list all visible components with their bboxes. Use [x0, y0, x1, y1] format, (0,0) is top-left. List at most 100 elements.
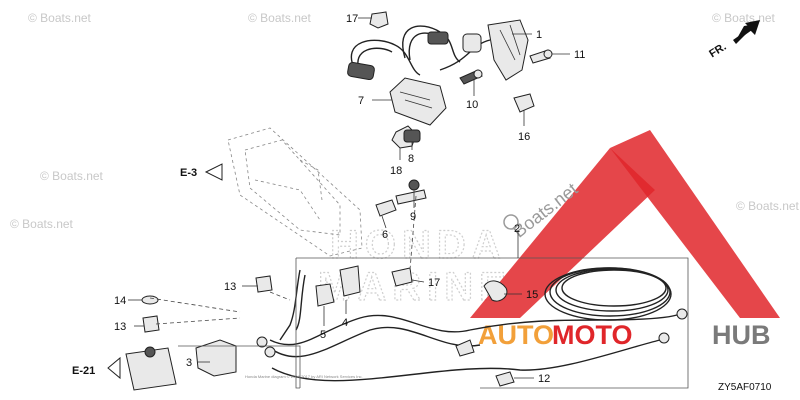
watermark-boats-net-6: © Boats.net	[736, 199, 800, 213]
cable-coil-2	[555, 268, 669, 312]
cable-b	[295, 274, 306, 331]
callout-9: 9	[410, 211, 416, 223]
leader-lines	[128, 17, 570, 379]
mounting-bracket	[487, 19, 529, 81]
e21-reference-arrow-icon	[107, 356, 121, 380]
engine-bracket-area: E-3	[180, 127, 363, 257]
logo-text-moto: MOTO	[552, 320, 633, 350]
clip-17-lower	[391, 267, 413, 287]
bolt-10-head	[473, 69, 483, 79]
ring-terminal-1	[256, 336, 268, 348]
cable-a	[279, 269, 301, 341]
callout-1: 1	[536, 29, 542, 41]
watermark-boats-net-5: © Boats.net	[10, 217, 74, 231]
terminal-cover-4	[339, 265, 361, 297]
bolt-9-head	[408, 179, 420, 191]
assembly-dash-mid	[409, 195, 417, 271]
callout-16: 16	[518, 131, 530, 143]
callout-4: 4	[342, 317, 348, 329]
callout-7: 7	[358, 95, 364, 107]
logo-triangle-inner	[540, 214, 700, 318]
terminal-cover-3	[195, 339, 237, 377]
nut-13-lower	[142, 315, 160, 333]
watermark-boats-net-2: © Boats.net	[248, 11, 312, 25]
cable-coil-4	[544, 267, 672, 321]
ring-terminal-4	[658, 332, 670, 344]
logo-text-auto: AUTO	[478, 320, 554, 350]
callout-12: 12	[538, 373, 550, 385]
connector-3	[462, 33, 482, 53]
washer-14	[141, 295, 159, 305]
automotohub-logo: AUTO MOTO HUB	[470, 130, 780, 350]
connector-2	[427, 31, 449, 45]
ignition-assembly	[347, 11, 553, 149]
connector-1	[347, 61, 375, 81]
assembly-dashes-left	[149, 291, 291, 325]
ring-terminal-2	[264, 346, 276, 358]
bolt-12	[495, 371, 515, 387]
engine-bracket-outline	[227, 127, 363, 257]
cable-group-box-left	[295, 258, 300, 389]
callout-6: 6	[382, 229, 388, 241]
logo-text-hub: HUB	[712, 320, 771, 350]
callout-5: 5	[320, 329, 326, 341]
callout-17-lower: 17	[428, 277, 440, 289]
cdi-unit-fins	[399, 91, 433, 109]
leader-6	[381, 215, 387, 229]
watermark-circle	[503, 214, 519, 230]
callout-14: 14	[114, 295, 126, 307]
e3-reference-label: E-3	[180, 167, 197, 179]
band-15	[483, 280, 508, 302]
callout-17-top: 17	[346, 13, 358, 25]
cable-coil-3	[561, 269, 667, 307]
engine-bracket-inner	[244, 139, 341, 236]
bracket-detail	[499, 24, 521, 61]
callout-8: 8	[408, 153, 414, 165]
wire-clip-17-top	[369, 11, 389, 29]
ring-terminal-3	[676, 308, 688, 320]
front-direction-indicator: FR.	[707, 20, 760, 60]
callout-15: 15	[526, 289, 538, 301]
leader-17-lower	[411, 279, 425, 283]
cable-c	[269, 314, 471, 346]
callout-numbers: 1 2 3 4 5 6 7 8 9 10 11 12 13 13 14 15 1…	[114, 13, 585, 385]
watermark-honda: HONDA	[330, 223, 507, 267]
callout-13-upper: 13	[224, 281, 236, 293]
diagram-code: ZY5AF0710	[718, 382, 772, 393]
callout-10: 10	[466, 99, 478, 111]
logo-triangle-left	[470, 148, 655, 318]
terminal-cover-5	[315, 283, 335, 307]
clip-16	[513, 93, 535, 113]
battery-cable-coil	[483, 267, 672, 387]
e21-reference-label: E-21	[72, 365, 95, 377]
callout-18: 18	[390, 165, 402, 177]
cable-group-box	[296, 257, 689, 389]
nut-13-upper	[255, 275, 273, 293]
plate-6	[375, 199, 397, 217]
fine-print: Honda Marine diagram © 2004-2017 by ARI …	[245, 374, 363, 379]
callout-11: 11	[574, 49, 585, 61]
middle-parts	[375, 179, 427, 287]
wire-loop-5	[439, 39, 491, 71]
e3-reference-arrow-icon	[204, 163, 223, 181]
cable-connector	[455, 339, 475, 357]
callout-2: 2	[514, 223, 520, 235]
watermark-boats-net-3: © Boats.net	[712, 11, 776, 25]
fr-label: FR.	[707, 41, 728, 61]
callout-13-lower: 13	[114, 321, 126, 333]
fr-arrow-head-icon	[733, 20, 760, 44]
terminal-9	[395, 189, 427, 205]
bolt-11-head	[543, 49, 553, 59]
cable-terminal-parts: E-21	[72, 265, 688, 391]
callout-3: 3	[186, 357, 192, 369]
cable-e	[271, 339, 661, 382]
battery-post	[144, 346, 156, 358]
wire-loop-1	[350, 39, 421, 76]
cdi-unit	[389, 77, 447, 126]
watermark-boats-net-1: © Boats.net	[28, 11, 92, 25]
cable-d	[269, 326, 481, 358]
watermark-boats-net-4: © Boats.net	[40, 169, 104, 183]
collar-8	[403, 129, 421, 143]
